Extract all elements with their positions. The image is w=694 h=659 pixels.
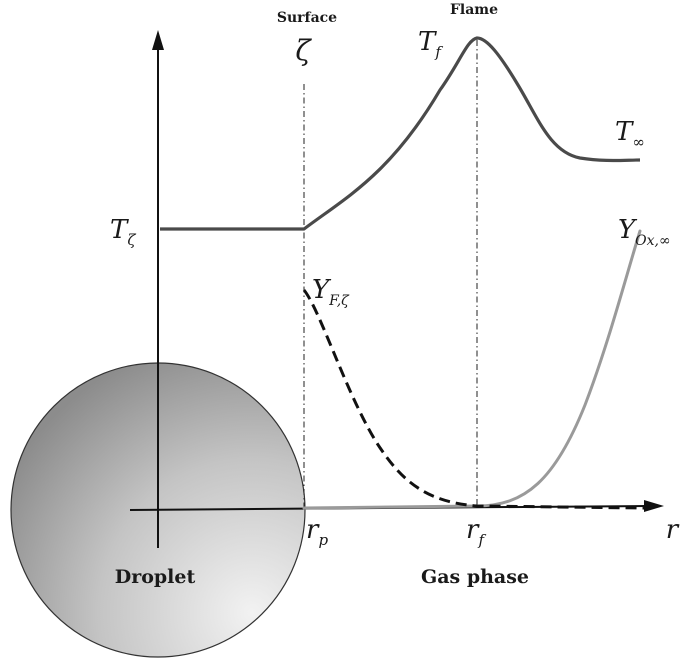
droplet-label: Droplet: [115, 566, 196, 588]
temperature-curve: [160, 38, 640, 229]
fuel-curve: [304, 290, 645, 508]
r-axis-label: r: [666, 515, 680, 545]
flame-label: Flame: [450, 2, 498, 18]
t-flame-label: Tf: [418, 27, 443, 61]
t-infinity-label: T∞: [615, 117, 645, 151]
y-fuel-surface-label: YF,ζ: [312, 275, 350, 309]
zeta-label: ζ: [295, 34, 312, 67]
r-f-label: rf: [466, 515, 486, 549]
gas-phase-label: Gas phase: [421, 566, 529, 588]
t-surface-label: Tζ: [110, 215, 136, 249]
horizontal-axis-arrowhead: [644, 500, 664, 512]
r-p-label: rp: [306, 515, 328, 549]
y-oxidizer-infinity-label: YOx,∞: [618, 215, 671, 249]
vertical-axis-arrowhead: [152, 30, 164, 50]
oxidizer-curve: [304, 231, 640, 508]
surface-label: Surface: [277, 10, 337, 26]
